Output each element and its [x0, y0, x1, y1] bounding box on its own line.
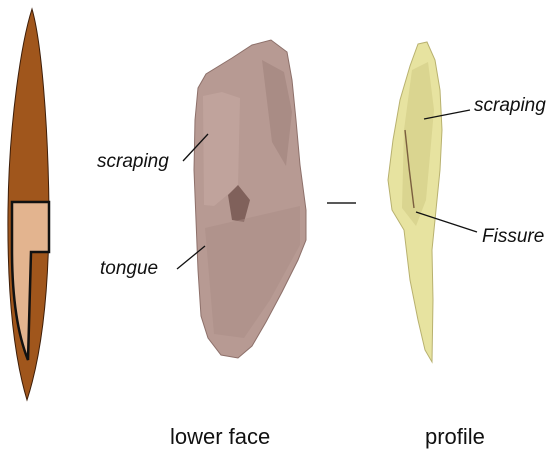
- label-scraping-right: scraping: [474, 95, 546, 117]
- lower-face-fragment: [194, 40, 306, 358]
- point-schematic: [8, 9, 49, 400]
- caption-profile: profile: [425, 424, 485, 450]
- label-tongue: tongue: [100, 258, 158, 280]
- label-fissure: Fissure: [482, 226, 544, 248]
- label-scraping-left: scraping: [97, 151, 169, 173]
- profile-fragment: [388, 42, 442, 362]
- caption-lower-face: lower face: [170, 424, 270, 450]
